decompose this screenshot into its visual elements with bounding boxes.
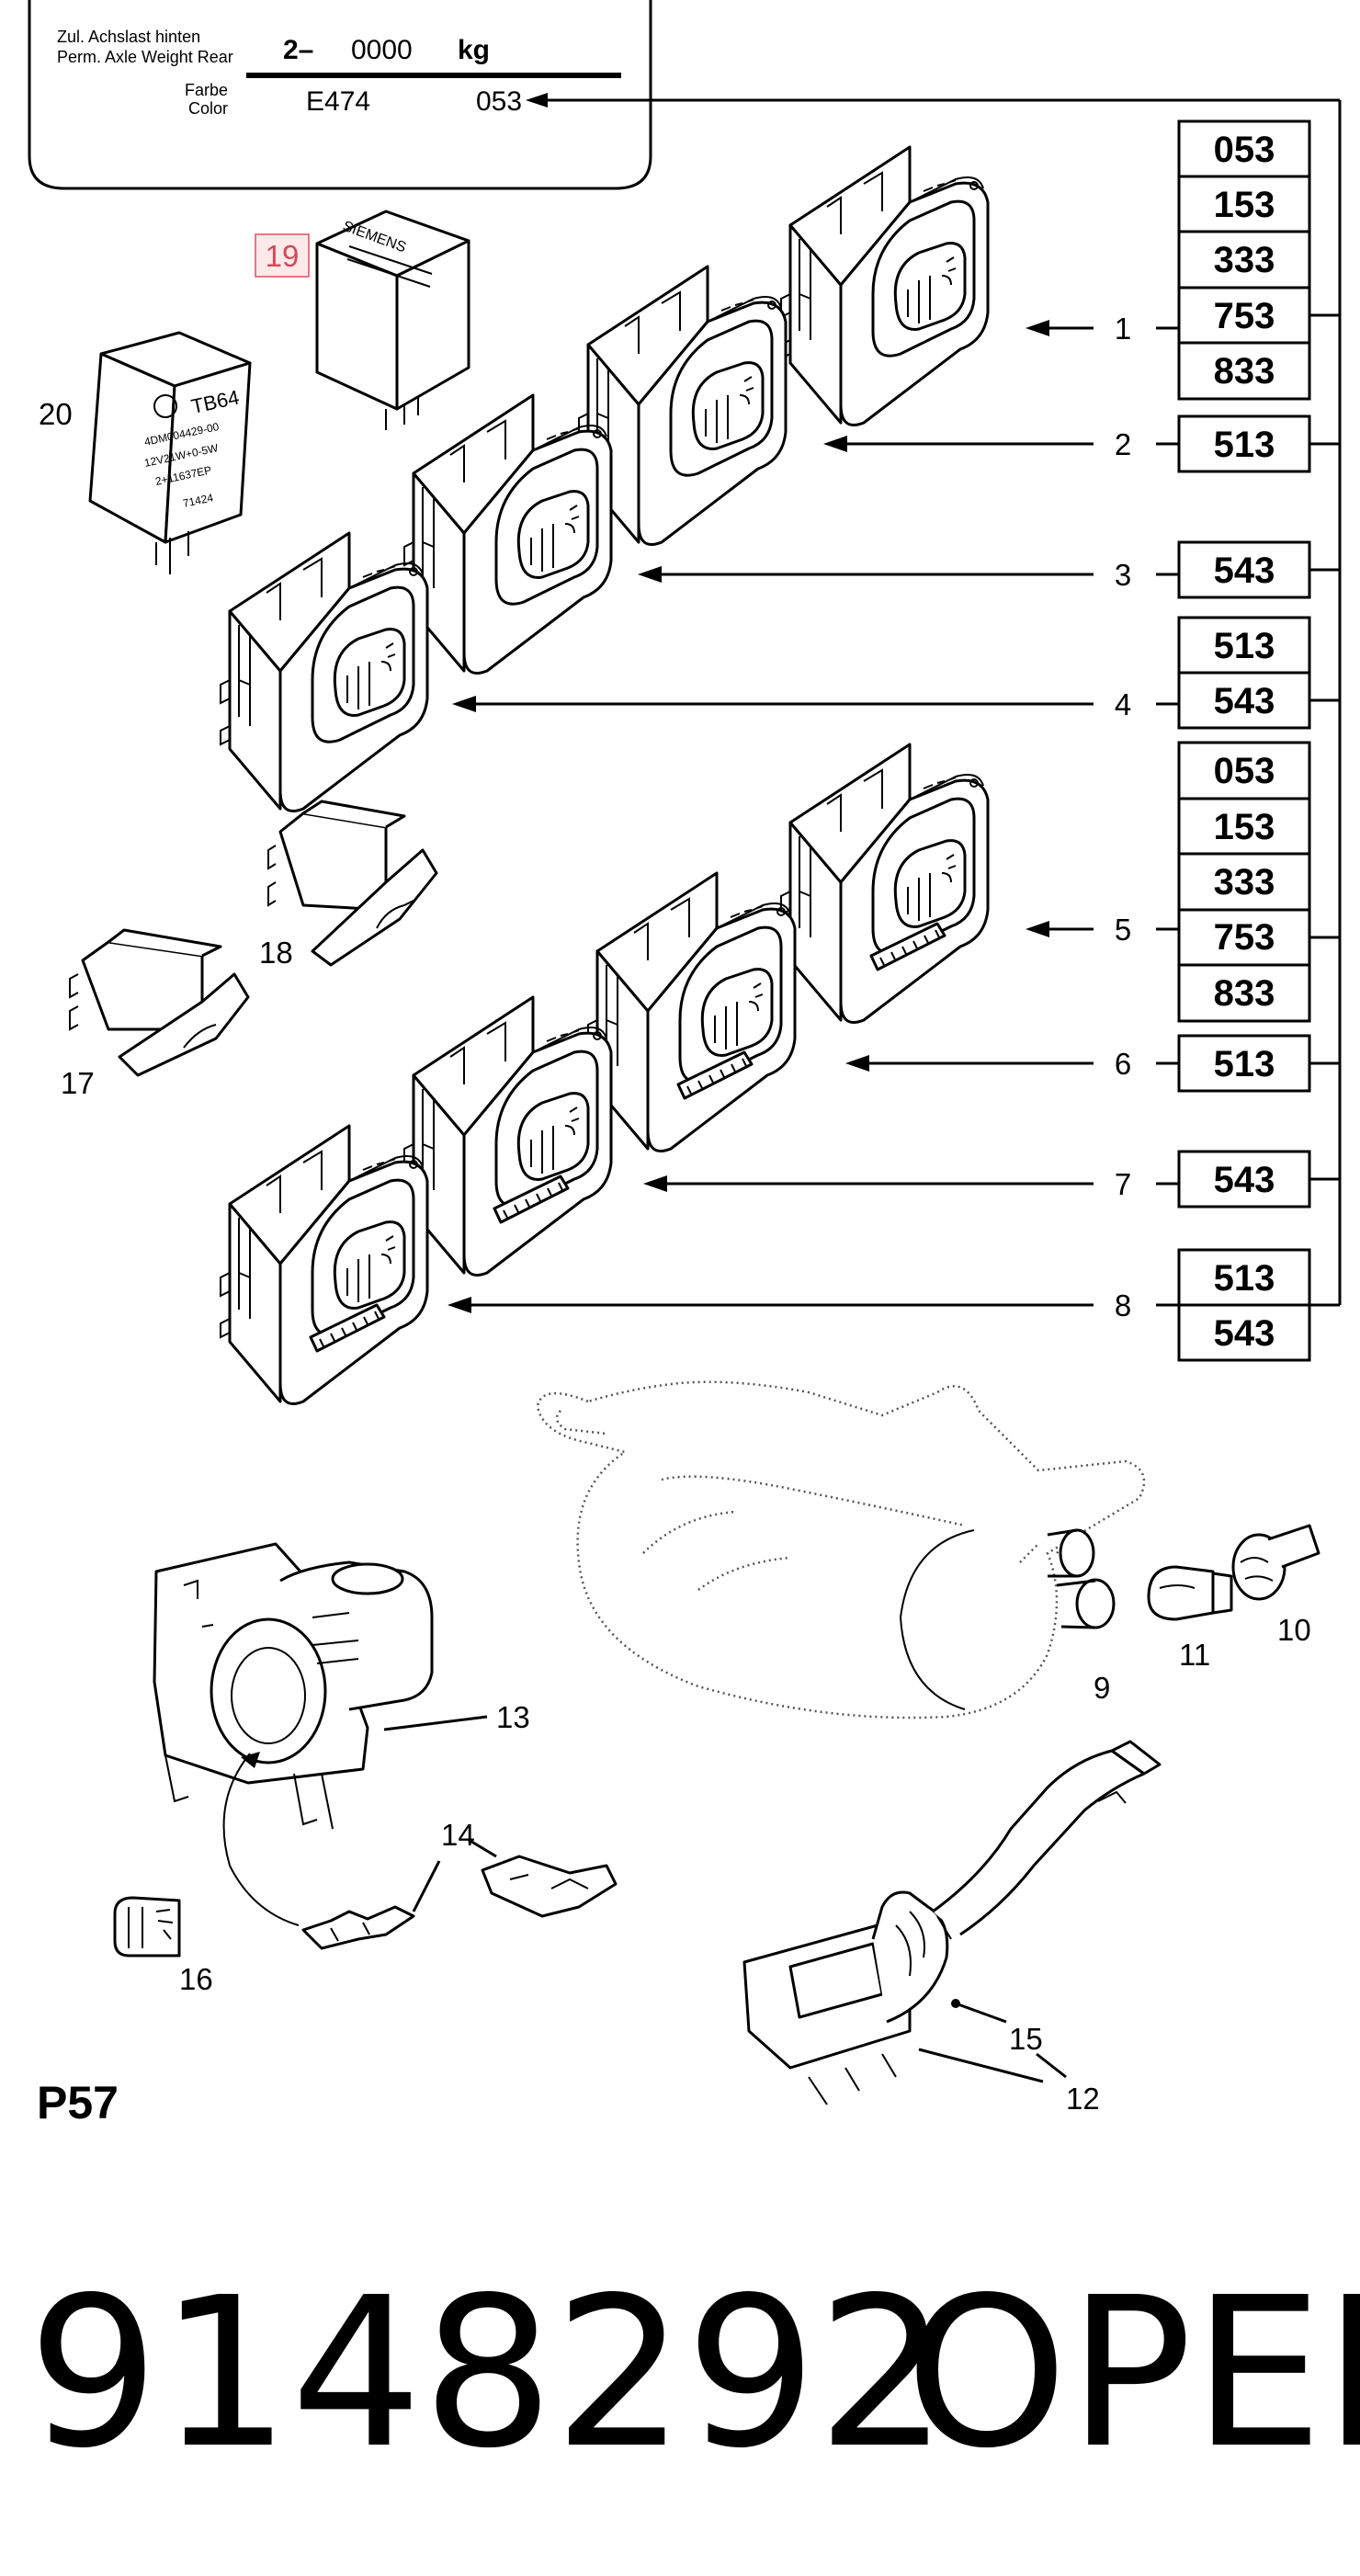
switch-6: [588, 873, 795, 1152]
switch-7: [404, 997, 611, 1276]
callout-13: 13: [496, 1700, 530, 1734]
callout-16: 16: [179, 1962, 213, 1996]
code-box-group-5: 053 153 333 753 833: [1177, 741, 1311, 1023]
switch-1: [779, 145, 990, 426]
code-8-b: 543: [1214, 1313, 1275, 1354]
code-3-a: 543: [1214, 550, 1275, 591]
headlamp-9: [536, 1380, 1146, 1719]
callout-11: 11: [1179, 1638, 1210, 1672]
socket-10: [1231, 1524, 1320, 1601]
callout-1: 1: [1115, 312, 1131, 346]
callout-18: 18: [259, 936, 293, 970]
code-8-a: 513: [1214, 1258, 1275, 1299]
callout-15: 15: [1009, 2022, 1043, 2056]
code-1-c: 333: [1214, 240, 1275, 280]
color-label-de: Farbe: [185, 81, 228, 99]
clip-14-a: [301, 1905, 415, 1950]
code-box-group-3: 543: [1177, 540, 1311, 599]
code-4-b: 543: [1214, 681, 1275, 721]
callout-6: 6: [1115, 1047, 1131, 1081]
headlamp-sockets: [1047, 1528, 1116, 1629]
code-5-a: 053: [1214, 751, 1275, 791]
color-code: 053: [476, 86, 522, 117]
switch-5: [781, 744, 988, 1023]
callout-17: 17: [61, 1066, 95, 1100]
assembly-arrow: [222, 1753, 300, 1926]
code-5-b: 153: [1214, 807, 1275, 847]
switch-callouts: [448, 320, 1179, 1313]
code-1-e: 833: [1214, 351, 1275, 392]
code-5-d: 753: [1214, 917, 1275, 958]
connector-16: [113, 1896, 181, 1958]
callout-10: 10: [1277, 1613, 1311, 1647]
callout-9: 9: [1094, 1671, 1110, 1705]
code-box-column: 053 153 333 753 833 513 543 513 543: [1177, 119, 1340, 1362]
callout-4: 4: [1115, 687, 1131, 721]
code-2-a: 513: [1214, 425, 1275, 465]
callout-14: 14: [441, 1818, 475, 1852]
bulb-11: [1147, 1565, 1233, 1621]
code-5-c: 333: [1214, 862, 1275, 902]
callout-8: 8: [1115, 1288, 1131, 1322]
clip-14-b: [481, 1855, 618, 1918]
code-1-a: 053: [1214, 130, 1275, 170]
code-box-group-7: 543: [1177, 1150, 1311, 1209]
switch-3: [402, 393, 613, 675]
switch-18: [267, 800, 438, 967]
assembly-arrowhead: [241, 1752, 260, 1768]
relay-19: SIEMENS: [315, 210, 470, 430]
code-1-b: 153: [1214, 185, 1275, 225]
code-5-e: 833: [1214, 973, 1275, 1014]
color-label-en: Color: [188, 99, 228, 118]
callout-19-highlight: [255, 233, 310, 278]
section-code: P57: [37, 2077, 119, 2128]
switch-housing-13: [153, 1542, 434, 1830]
code-box-group-4: 513 543: [1177, 616, 1311, 730]
axle-label-en: Perm. Axle Weight Rear: [57, 48, 233, 66]
axle-value-prefix: 2–: [283, 35, 313, 65]
axle-value: 0000: [351, 35, 413, 65]
callout-3: 3: [1115, 558, 1131, 592]
callout-2: 2: [1115, 427, 1131, 461]
code-4-a: 513: [1214, 626, 1275, 666]
brand-name: OPEL: [905, 2253, 1360, 2494]
combination-switch-12: [742, 1740, 1162, 2105]
switch-4: [219, 531, 429, 812]
code-1-d: 753: [1214, 296, 1275, 336]
switch-8: [221, 1126, 427, 1404]
callout-5: 5: [1115, 913, 1131, 947]
callout-20: 20: [39, 397, 73, 431]
axle-label-de: Zul. Achslast hinten: [57, 28, 200, 46]
code-7-a: 543: [1214, 1160, 1275, 1200]
axle-unit: kg: [458, 35, 490, 65]
part-number: 9148292: [28, 2253, 948, 2494]
color-value: E474: [306, 86, 370, 117]
relay-20: TB64 4DM004429-00 12V21W+0-5W 2+11637EP …: [88, 331, 252, 574]
code-box-group-1: 053 153 333 753 833: [1177, 119, 1311, 401]
switch-17: [69, 928, 250, 1077]
callout-12: 12: [1066, 2082, 1100, 2116]
code-box-group-2: 513: [1177, 414, 1311, 473]
header-plate: Zul. Achslast hinten Perm. Axle Weight R…: [28, 0, 1342, 1305]
relay-line-4: 71424: [182, 491, 215, 510]
code-box-group-8: 513 543: [1177, 1248, 1311, 1362]
code-box-group-6: 513: [1177, 1034, 1311, 1093]
callout-19: 19: [266, 239, 300, 273]
callout-7: 7: [1115, 1167, 1131, 1201]
switch-callout-numbers: 1 2 3 4 5 6 7 8: [1115, 312, 1131, 1322]
code-6-a: 513: [1214, 1044, 1275, 1084]
